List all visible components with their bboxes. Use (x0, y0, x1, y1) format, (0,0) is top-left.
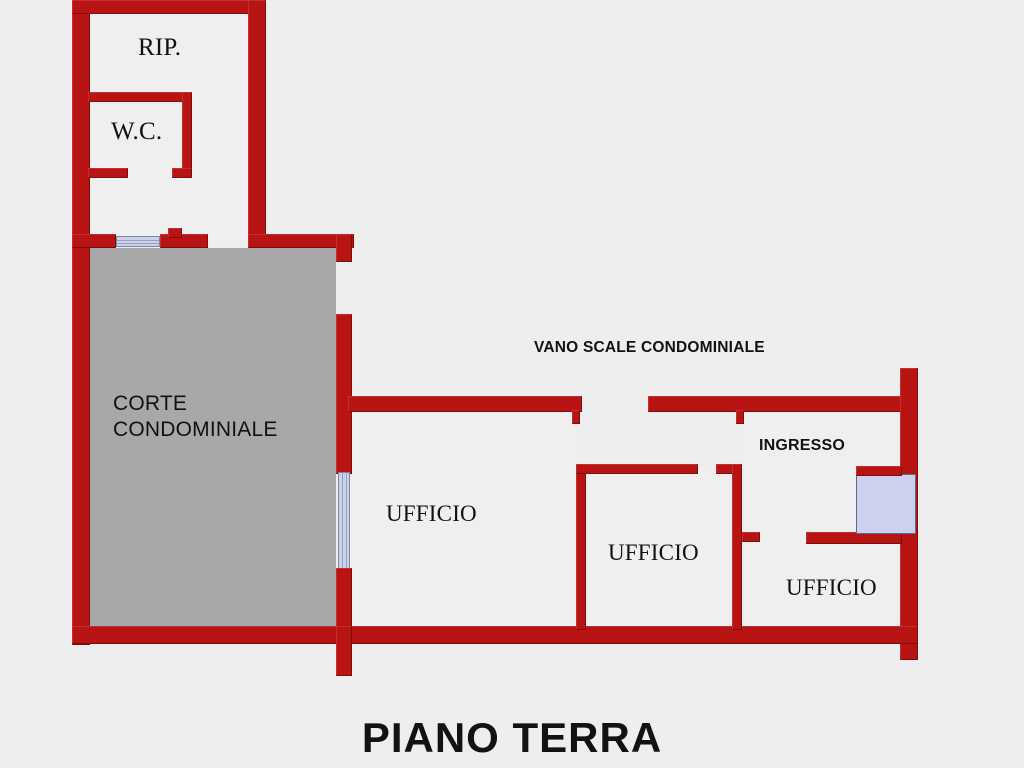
wall-ingresso-top (648, 396, 916, 412)
window-courtyard-north (116, 236, 160, 247)
room-label-corte-line2: CONDOMINIALE (113, 418, 278, 441)
wall-ufficio-right-top (806, 532, 902, 544)
wall-courtyard-right-upper (336, 314, 352, 474)
room-label-corte-line1: CORTE (113, 392, 188, 415)
wall-above-entry-block (856, 466, 902, 476)
wall-exterior-top (72, 0, 266, 14)
room-label-ufficio-center: UFFICIO (608, 540, 699, 565)
door-jamb-ingresso (736, 410, 744, 424)
room-fill-ufficio-center (576, 466, 742, 630)
wall-wc-right (182, 92, 192, 178)
wall-wc-bottom-right-stub (172, 168, 192, 178)
plan-title: PIANO TERRA (361, 714, 663, 761)
wall-rip-bottom-left-segment (72, 234, 116, 248)
annotation-vano-scale-condominiale: VANO SCALE CONDOMINIALE (534, 339, 765, 356)
room-fill-wc (88, 100, 192, 176)
room-label-ufficio-right: UFFICIO (786, 575, 877, 600)
wall-exterior-bottom-left (72, 626, 352, 644)
wall-door-jamb-nub-courtyard (168, 228, 182, 238)
room-label-ufficio-left: UFFICIO (386, 501, 477, 526)
door-jamb-ufficio-center-east (742, 532, 760, 542)
wall-wc-bottom-left-stub (88, 168, 128, 178)
door-jamb-stairwell-left (572, 410, 580, 424)
wall-courtyard-right-upper-stub (336, 234, 352, 262)
wall-ufficio-center-right (732, 464, 742, 630)
wall-exterior-bottom-right (336, 626, 918, 644)
wall-ufficio-center-top-left-segment (576, 464, 698, 474)
wall-ufficio-center-left (576, 464, 586, 630)
room-label-wc: W.C. (111, 118, 163, 145)
wall-courtyard-north-right (248, 234, 354, 248)
room-fill-corte-condominiale (88, 248, 336, 626)
wall-rip-right (248, 0, 266, 246)
annotation-ingresso: INGRESSO (759, 437, 846, 454)
wall-ufficio-center-top-right-segment (716, 464, 742, 474)
wall-stub-bottom-courtyard (336, 626, 352, 676)
window-courtyard-east (338, 472, 350, 570)
room-fill-ufficio-left (348, 400, 576, 630)
wall-wc-top (88, 92, 192, 102)
wall-exterior-left (72, 0, 90, 645)
room-label-rip: RIP. (138, 34, 182, 61)
entry-block (856, 474, 916, 534)
wall-ufficio-left-top (348, 396, 582, 412)
